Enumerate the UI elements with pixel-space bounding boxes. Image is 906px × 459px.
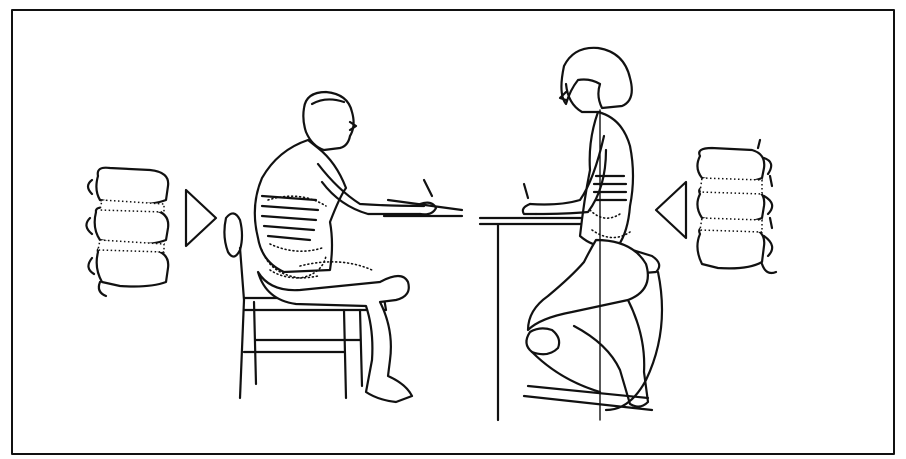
arrow-right-icon <box>186 190 216 246</box>
spine-right-relaxed <box>697 140 776 273</box>
spine-left-compressed <box>86 168 168 296</box>
arrow-left-icon <box>656 182 686 238</box>
woman-kneeling-figure <box>480 48 662 420</box>
man-seated-figure <box>224 92 462 402</box>
